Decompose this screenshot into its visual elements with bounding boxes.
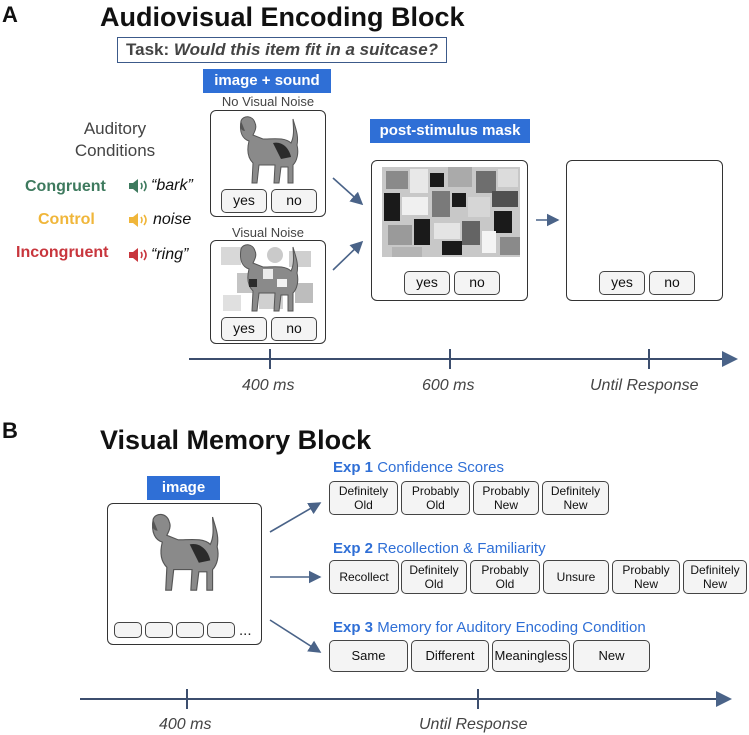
word-incongruent: “ring” xyxy=(151,246,189,263)
exp2-option-recollect[interactable]: Recollect xyxy=(329,560,399,594)
ellipsis-text: ... xyxy=(239,622,252,639)
arrow-line xyxy=(332,240,364,271)
exp2-option-unsure[interactable]: Unsure xyxy=(543,560,609,594)
exp2-name: Recollection & Familiarity xyxy=(377,540,546,557)
exp3-option-new[interactable]: New xyxy=(573,640,650,672)
response-frame: yes no xyxy=(566,160,723,301)
condition-incongruent: Incongruent xyxy=(16,244,109,261)
yes-button[interactable]: yes xyxy=(599,271,645,295)
dog-image-icon xyxy=(152,513,219,591)
exp2-option-probably-old[interactable]: Probably Old xyxy=(470,560,540,594)
exp1-option-probably-old[interactable]: Probably Old xyxy=(401,481,470,515)
arrow-line xyxy=(269,619,322,653)
time-label: Until Response xyxy=(590,377,699,394)
no-button[interactable]: no xyxy=(454,271,500,295)
image-tag: image xyxy=(147,476,220,500)
exp1-number: Exp 1 xyxy=(333,459,374,476)
exp2-option-definitely-new[interactable]: Definitely New xyxy=(683,560,747,594)
image-sound-tag: image + sound xyxy=(203,69,331,93)
stimulus-frame-no-noise: yes no xyxy=(210,110,326,217)
time-label: 400 ms xyxy=(159,716,212,733)
mask-tag: post-stimulus mask xyxy=(370,119,530,143)
memory-image-frame: ... xyxy=(107,503,262,645)
task-box: Task: Would this item fit in a suitcase? xyxy=(117,37,448,63)
exp2-number: Exp 2 xyxy=(333,540,374,557)
response-slot[interactable] xyxy=(145,622,173,638)
panel-b-title: Visual Memory Block xyxy=(100,425,372,455)
no-button[interactable]: no xyxy=(649,271,695,295)
auditory-conditions-title: Auditory Conditions xyxy=(40,118,190,162)
panel-a-title: Audiovisual Encoding Block xyxy=(100,2,465,32)
yes-button[interactable]: yes xyxy=(404,271,450,295)
response-slot[interactable] xyxy=(114,622,142,638)
condition-congruent: Congruent xyxy=(25,178,106,195)
exp3-number: Exp 3 xyxy=(333,619,374,636)
word-control: noise xyxy=(153,211,192,228)
yes-button[interactable]: yes xyxy=(221,189,267,213)
exp2-title: Exp 2 Recollection & Familiarity xyxy=(333,540,546,557)
exp3-option-meaningless[interactable]: Meaningless xyxy=(492,640,570,672)
stimulus-frame-noise: yes no xyxy=(210,240,326,344)
time-label: 600 ms xyxy=(422,377,475,394)
arrow-line xyxy=(332,177,364,206)
time-label: 400 ms xyxy=(242,377,295,394)
no-button[interactable]: no xyxy=(271,189,317,213)
exp1-option-definitely-new[interactable]: Definitely New xyxy=(542,481,609,515)
condition-control: Control xyxy=(38,211,95,228)
speaker-icon-congruent xyxy=(129,179,147,193)
exp2-option-definitely-old[interactable]: Definitely Old xyxy=(401,560,467,594)
exp1-title: Exp 1 Confidence Scores xyxy=(333,459,504,476)
no-button[interactable]: no xyxy=(271,317,317,341)
noise-label: Visual Noise xyxy=(231,225,305,240)
task-label: Task: xyxy=(126,40,170,59)
speaker-icon-control xyxy=(129,213,147,227)
panel-b-letter: B xyxy=(2,418,18,443)
arrow-line xyxy=(269,502,322,533)
exp3-option-different[interactable]: Different xyxy=(411,640,489,672)
exp2-option-probably-new[interactable]: Probably New xyxy=(612,560,680,594)
exp3-name: Memory for Auditory Encoding Condition xyxy=(377,619,646,636)
exp3-option-same[interactable]: Same xyxy=(329,640,408,672)
dog-image-icon xyxy=(240,116,299,184)
no-noise-label: No Visual Noise xyxy=(221,94,315,109)
response-slot[interactable] xyxy=(207,622,235,638)
exp1-option-probably-new[interactable]: Probably New xyxy=(473,481,539,515)
exp3-title: Exp 3 Memory for Auditory Encoding Condi… xyxy=(333,619,646,636)
auditory-title-line1: Auditory xyxy=(83,119,147,138)
exp1-option-definitely-old[interactable]: Definitely Old xyxy=(329,481,398,515)
word-congruent: “bark” xyxy=(151,177,193,194)
exp1-name: Confidence Scores xyxy=(377,459,504,476)
task-question: Would this item fit in a suitcase? xyxy=(173,40,439,59)
yes-button[interactable]: yes xyxy=(221,317,267,341)
panel-a-letter: A xyxy=(2,2,18,27)
mask-frame: yes no xyxy=(371,160,528,301)
time-label: Until Response xyxy=(419,716,528,733)
speaker-icon-incongruent xyxy=(129,248,147,262)
noisy-dog-image-icon xyxy=(221,244,313,312)
noise-mask-icon xyxy=(382,167,520,257)
response-slot[interactable] xyxy=(176,622,204,638)
auditory-title-line2: Conditions xyxy=(74,141,156,160)
